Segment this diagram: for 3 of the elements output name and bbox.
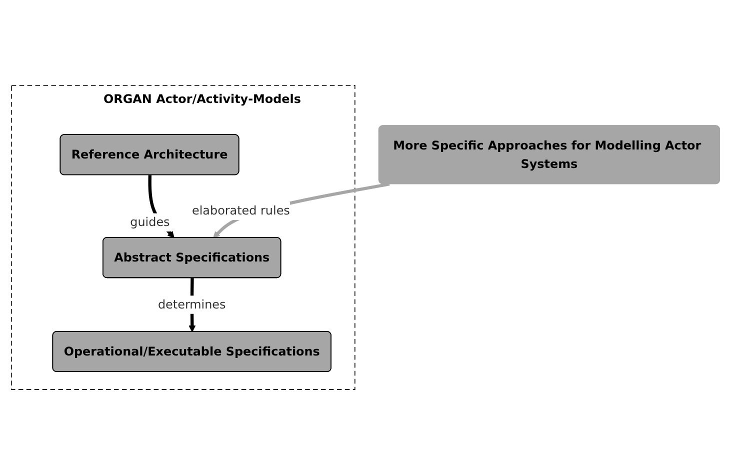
- edge-label: guides: [130, 214, 170, 230]
- edge-label: elaborated rules: [192, 203, 290, 218]
- edge-label: determines: [158, 297, 226, 312]
